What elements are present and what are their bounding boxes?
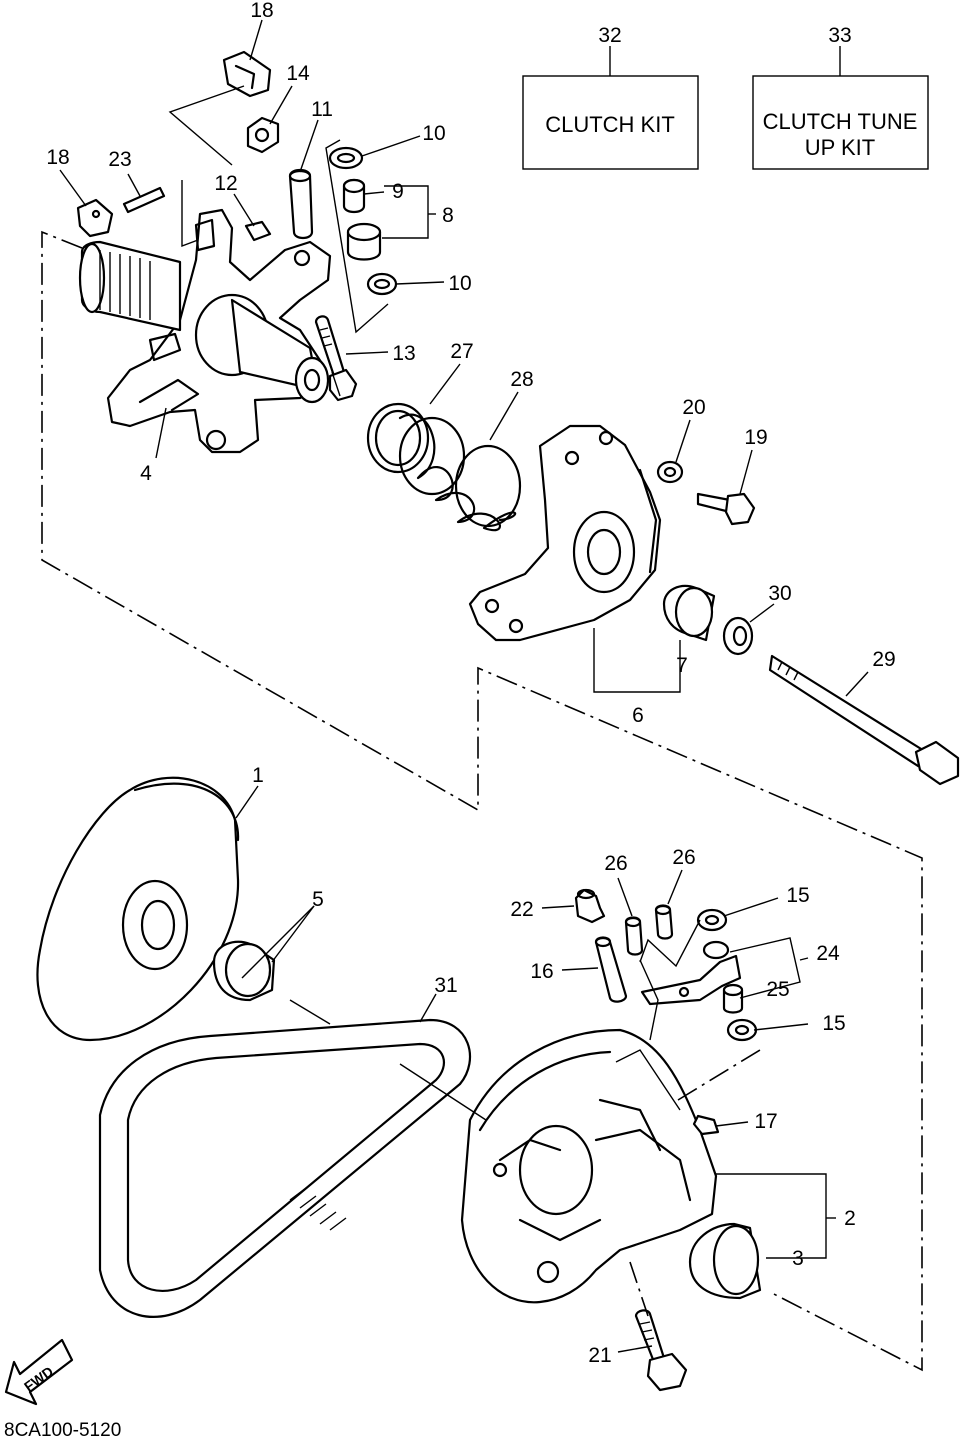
part-label-16: 16	[530, 960, 553, 983]
part-label-1: 1	[252, 764, 264, 787]
roller-part	[346, 222, 382, 261]
part-label-26b: 26	[672, 846, 695, 869]
housing-bolt-part	[634, 1309, 688, 1392]
cover-bolt-part	[696, 492, 756, 526]
part-label-33: 33	[828, 24, 851, 47]
driven-bushing-part	[688, 1222, 762, 1300]
clutch-tune-up-kit-label-line1: CLUTCH TUNE	[763, 109, 918, 134]
part-label-7: 7	[676, 654, 688, 677]
part-label-27: 27	[450, 340, 473, 363]
part-label-13: 13	[392, 342, 415, 365]
part-label-30: 30	[768, 582, 791, 605]
cover-bushing-part	[662, 584, 716, 642]
bushing-part	[342, 178, 366, 214]
ramp-washer-part	[696, 908, 728, 932]
part-label-25: 25	[766, 978, 789, 1001]
adjust-screw-part	[692, 1114, 720, 1136]
part-label-14: 14	[286, 62, 310, 85]
part-label-19: 19	[744, 426, 767, 449]
part-label-26: 26	[604, 852, 627, 875]
locknut-part	[246, 116, 280, 154]
part-label-18b: 18	[46, 146, 69, 169]
drive-belt-part	[98, 1018, 472, 1318]
diagram-code: 8CA100-5120	[4, 1420, 121, 1441]
weight-clip-part	[168, 50, 272, 166]
part-label-11: 11	[311, 98, 333, 121]
bolt-part	[314, 315, 358, 402]
part-label-5: 5	[312, 888, 324, 911]
clutch-cover-part	[468, 424, 662, 642]
part-label-10b: 10	[448, 272, 471, 295]
part-label-21: 21	[588, 1344, 611, 1367]
grease-nipple-part	[574, 888, 606, 924]
part-label-15b: 15	[822, 1012, 845, 1035]
short-pin-part-2	[654, 904, 674, 940]
part-label-23: 23	[108, 148, 131, 171]
clutch-tune-up-kit-label-line2: UP KIT	[805, 135, 876, 160]
lock-washer-part	[722, 616, 754, 656]
part-label-8: 8	[442, 204, 454, 227]
part-label-9: 9	[392, 180, 404, 203]
movable-sheave-part	[460, 1028, 718, 1304]
part-label-28: 28	[510, 368, 533, 391]
short-pin-part	[624, 916, 644, 956]
part-label-22: 22	[510, 898, 533, 921]
part-label-6: 6	[632, 704, 644, 727]
compression-spring-part	[398, 413, 522, 532]
spring-seat-part	[366, 402, 430, 474]
ramp-arm-part	[640, 940, 742, 1006]
sheave-bushing-part	[212, 940, 276, 1002]
weight-group-bracket	[325, 139, 389, 334]
long-pin-part	[594, 936, 628, 1003]
part-label-31: 31	[434, 974, 457, 997]
set-screw-part	[244, 220, 272, 242]
forward-direction-arrow: FWD	[4, 1338, 74, 1406]
part-labels: 18 14 11 10 9 8 10 12 18 23 13 4 27 28 2…	[46, 0, 895, 1367]
center-bolt-part	[768, 654, 960, 786]
part-label-24: 24	[816, 942, 840, 965]
part-label-32: 32	[598, 24, 621, 47]
part-label-17: 17	[754, 1110, 777, 1133]
washer-part-2	[366, 272, 398, 296]
ramp-bushing-part	[722, 983, 744, 1014]
part-label-12: 12	[214, 172, 237, 195]
washer-part	[328, 146, 364, 170]
part-label-29: 29	[872, 648, 895, 671]
part-label-20: 20	[682, 396, 705, 419]
clutch-kit-label: CLUTCH KIT	[545, 112, 675, 137]
roller-pin-part	[122, 180, 199, 248]
part-label-15: 15	[786, 884, 809, 907]
assembly-outline	[41, 230, 923, 1372]
part-label-4: 4	[140, 462, 152, 485]
part-label-18: 18	[250, 0, 273, 22]
weight-clip-part-2	[76, 198, 114, 238]
clutch-tune-up-kit-box: CLUTCH TUNE UP KIT	[752, 46, 929, 170]
part-label-2: 2	[844, 1207, 856, 1230]
fixed-sheave-part	[36, 776, 240, 1042]
assembly-leader-lines	[289, 371, 761, 1317]
sleeve-part	[288, 168, 314, 240]
label-leaders	[59, 19, 869, 1353]
part-label-10: 10	[422, 122, 445, 145]
ramp-washer-part-2	[726, 1018, 758, 1042]
cover-group-bracket	[593, 628, 681, 693]
clutch-kit-box: CLUTCH KIT	[522, 46, 699, 170]
spider-hub-part	[78, 208, 332, 454]
washer-small-part	[656, 460, 684, 484]
part-label-3: 3	[792, 1247, 804, 1270]
